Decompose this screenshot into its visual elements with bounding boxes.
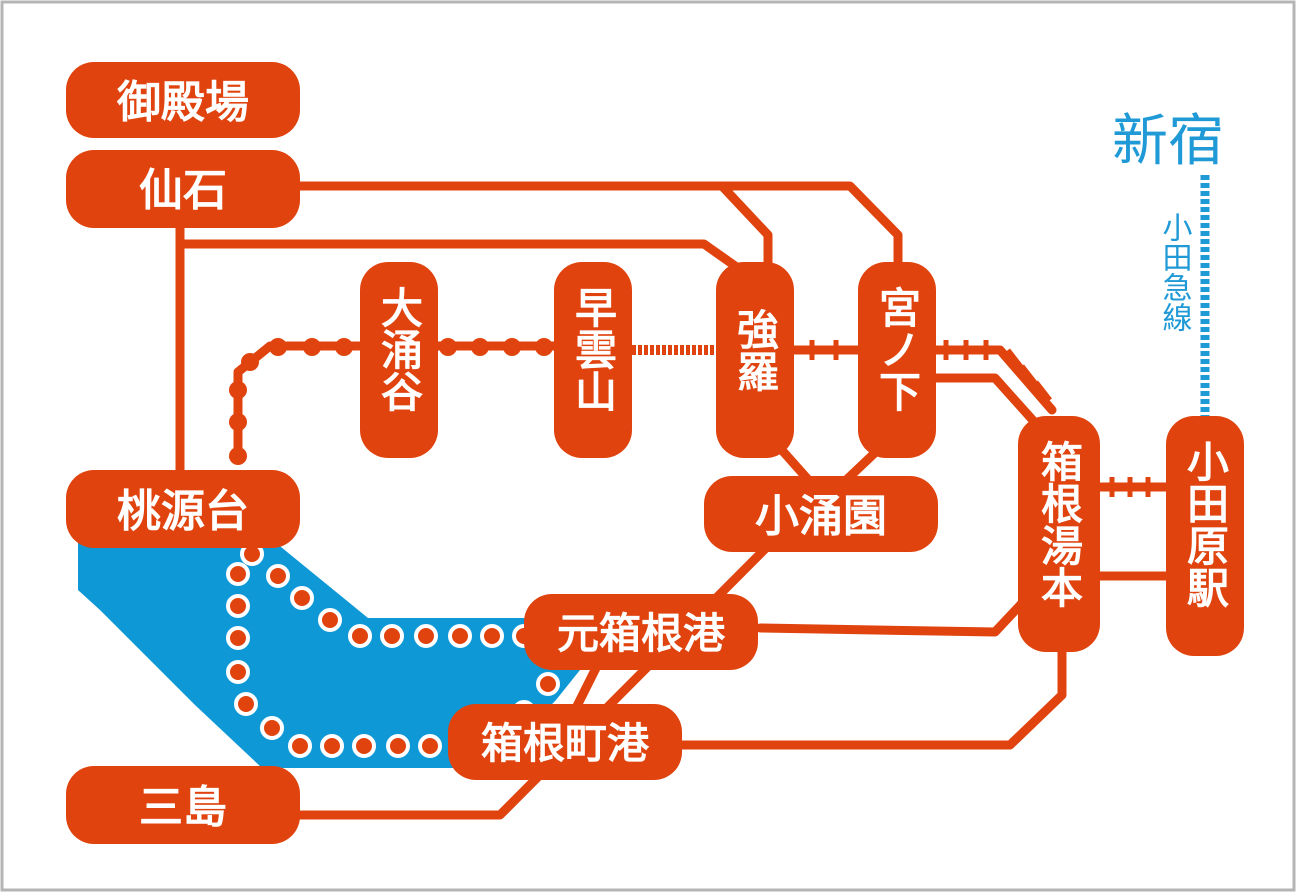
station-box <box>704 476 938 552</box>
route-motohakone-yumoto <box>755 595 1030 637</box>
cruise-dot <box>288 734 312 758</box>
ropeway-dot <box>229 447 247 465</box>
station-box <box>1166 416 1244 656</box>
odakyu-line-name: 小田急線 <box>1157 212 1193 332</box>
route-sengoku-gora-a <box>615 181 773 275</box>
station-box <box>360 262 438 458</box>
station-label: 大涌谷 <box>375 286 424 412</box>
station-box <box>66 470 300 548</box>
station-box <box>66 150 300 228</box>
station-label: 元箱根港 <box>557 609 726 658</box>
ropeway-dot <box>241 353 259 371</box>
station-label: 御殿場 <box>116 77 249 128</box>
station-kowakien[interactable]: 小涌園 <box>704 476 938 552</box>
station-miyanoshita[interactable]: 宮ノ下 <box>858 262 936 458</box>
station-gotemba[interactable]: 御殿場 <box>66 62 300 138</box>
tozan-railway <box>787 340 1173 497</box>
station-label: 仙石 <box>139 165 227 216</box>
bus-routes <box>175 181 1175 820</box>
cruise-dot <box>380 624 404 648</box>
ropeway-dot <box>335 338 353 356</box>
station-label: 桃源台 <box>117 486 249 537</box>
rail-miyanoshita-yumoto <box>929 345 1057 415</box>
ropeway-dot <box>269 338 287 356</box>
station-label: 箱根湯本 <box>1035 440 1084 608</box>
ropeway-dot <box>503 338 521 356</box>
cruise-dot <box>290 586 314 610</box>
station-label: 箱根町港 <box>481 719 650 768</box>
station-label: 強羅 <box>731 308 780 392</box>
station-box <box>716 262 794 458</box>
station-sounzan[interactable]: 早雲山 <box>554 262 632 458</box>
rail-tie <box>1006 348 1024 370</box>
cruise-dot <box>318 608 342 632</box>
rail-tie <box>1020 364 1038 386</box>
station-label: 早雲山 <box>569 286 618 412</box>
cruise-dot <box>226 626 250 650</box>
station-label: 宮ノ下 <box>873 286 922 412</box>
cruise-dot <box>480 624 504 648</box>
cruise-dot <box>386 734 410 758</box>
station-togendai[interactable]: 桃源台 <box>66 470 300 548</box>
station-gora[interactable]: 強羅 <box>716 262 794 458</box>
station-mishima[interactable]: 三島 <box>66 766 300 844</box>
route-sengoku-miyanoshita <box>285 181 903 275</box>
station-box <box>554 262 632 458</box>
cruise-dot <box>448 624 472 648</box>
ropeway-dot <box>535 338 553 356</box>
cruise-dot <box>414 624 438 648</box>
station-box <box>66 766 300 844</box>
ropeway-dot <box>439 338 457 356</box>
station-yumoto[interactable]: 箱根湯本 <box>1018 416 1100 652</box>
route-hakonemachi-yumoto <box>675 645 1067 750</box>
cruise-dot <box>348 624 372 648</box>
ropeway-dot <box>303 338 321 356</box>
rail-ties <box>809 340 1151 497</box>
cruise-dot <box>226 562 250 586</box>
ropeway-dot <box>229 381 247 399</box>
cruise-dot <box>352 734 376 758</box>
station-box <box>858 262 936 458</box>
cruise-dot <box>226 594 250 618</box>
station-box <box>1018 416 1100 652</box>
odakyu-destination: 新宿 <box>1112 109 1224 174</box>
cruise-dot <box>260 716 284 740</box>
cruise-dot <box>536 672 560 696</box>
station-box <box>66 62 300 138</box>
station-label: 小涌園 <box>755 491 887 542</box>
cruise-dot <box>226 660 250 684</box>
station-odawara[interactable]: 小田原駅 <box>1166 416 1244 656</box>
station-sengoku[interactable]: 仙石 <box>66 150 300 228</box>
rail-tie <box>1034 380 1052 402</box>
station-owakudani[interactable]: 大涌谷 <box>360 262 438 458</box>
ropeway-dot <box>471 338 489 356</box>
station-hakonemachi[interactable]: 箱根町港 <box>448 704 682 780</box>
stations: 御殿場 仙石 大涌谷 早雲山 強羅 宮ノ下 小涌園 桃源台 <box>66 62 1244 844</box>
station-label: 小田原駅 <box>1181 440 1230 608</box>
station-motohakone[interactable]: 元箱根港 <box>524 594 758 670</box>
cruise-dot <box>234 692 258 716</box>
station-box <box>524 594 758 670</box>
cruise-dot <box>266 564 290 588</box>
odakyu-line: 新宿 小田急線 <box>1112 109 1224 418</box>
route-miyanoshita-yumoto <box>925 373 1043 431</box>
station-label: 三島 <box>139 782 227 833</box>
ropeway-dot <box>229 413 247 431</box>
station-box <box>448 704 682 780</box>
cruise-dot <box>418 734 442 758</box>
cruise-dot <box>320 734 344 758</box>
